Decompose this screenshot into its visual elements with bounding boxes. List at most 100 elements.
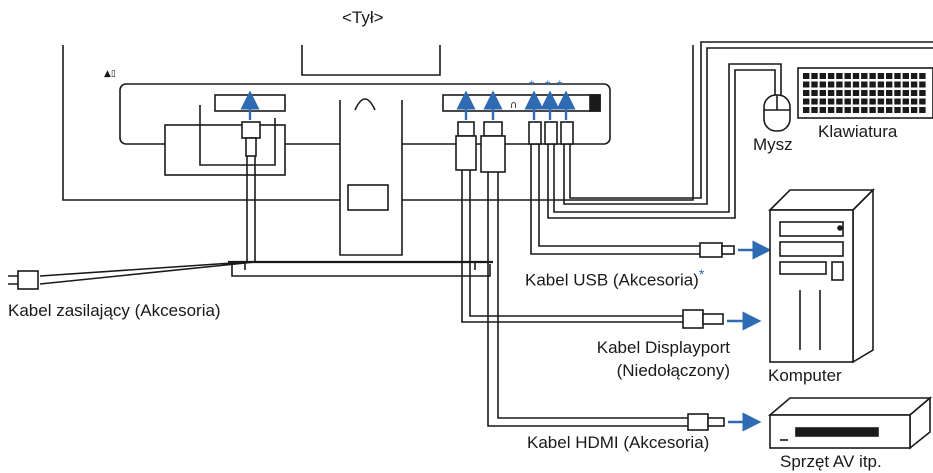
- keyboard-key: [919, 98, 926, 105]
- keyboard-key: [877, 90, 885, 96]
- keyboard-key: [886, 81, 893, 88]
- keyboard-key: [861, 81, 868, 88]
- keyboard-key: [852, 73, 860, 79]
- keyboard-key: [827, 73, 835, 79]
- keyboard-key: [861, 73, 868, 79]
- displayport-cable-label-line1: Kabel Displayport: [596, 338, 730, 357]
- mouse-label: Mysz: [753, 135, 793, 154]
- keyboard-key: [844, 73, 851, 79]
- keyboard-key: [811, 81, 818, 88]
- keyboard-key: [836, 98, 843, 105]
- keyboard-key: [886, 98, 893, 105]
- keyboard-key: [819, 73, 826, 79]
- keyboard-key: [836, 90, 843, 96]
- usb-peripheral-cables: [544, 41, 933, 219]
- keyboard-key: [886, 107, 893, 113]
- keyboard-key: [819, 107, 826, 113]
- power-cable: [8, 121, 261, 290]
- hdmi-cable: [480, 121, 725, 431]
- computer-tower: [768, 188, 875, 364]
- port-star-3: *: [557, 77, 563, 93]
- keyboard-key: [819, 90, 826, 96]
- usb-cable-label: Kabel USB (Akcesoria)*: [525, 264, 704, 291]
- keyboard-key: [803, 98, 810, 105]
- keyboard-device: [797, 67, 933, 119]
- usb-cable-star: *: [698, 266, 705, 282]
- keyboard-key: [852, 98, 860, 105]
- keyboard-key: [811, 98, 818, 105]
- usb-cable-label-text: Kabel USB (Akcesoria): [525, 270, 699, 290]
- keyboard-key: [827, 98, 835, 105]
- keyboard-key: [811, 90, 818, 96]
- keyboard-key: [803, 73, 810, 79]
- view-title: <Tył>: [342, 8, 384, 27]
- keyboard-label: Klawiatura: [818, 122, 898, 141]
- keyboard-key: [861, 107, 868, 113]
- keyboard-key: [861, 90, 868, 96]
- keyboard-key: [819, 98, 826, 105]
- keyboard-key: [877, 81, 885, 88]
- keyboard-key: [894, 107, 901, 113]
- keyboard-key: [836, 107, 843, 113]
- keyboard-key: [803, 107, 810, 113]
- mouse-device: [763, 94, 791, 132]
- keyboard-key: [902, 73, 909, 79]
- keyboard-key: [910, 107, 918, 113]
- keyboard-key: [902, 90, 909, 96]
- keyboard-key: [902, 81, 909, 88]
- keyboard-key: [869, 90, 876, 96]
- keyboard-key: [844, 90, 851, 96]
- hdmi-cable-label: Kabel HDMI (Akcesoria): [527, 433, 710, 452]
- av-equipment-label: Sprzęt AV itp.: [780, 452, 882, 471]
- keyboard-key: [861, 98, 868, 105]
- keyboard-key: [894, 98, 901, 105]
- keyboard-key: [869, 107, 876, 113]
- monitor-back: [62, 45, 694, 201]
- keyboard-key: [877, 98, 885, 105]
- keyboard-key: [894, 90, 901, 96]
- keyboard-key: [910, 73, 918, 79]
- keyboard-key: [919, 81, 926, 88]
- displayport-cable-label-line2: (Niedołączony): [616, 361, 730, 380]
- keyboard-key: [836, 73, 843, 79]
- displayport-cable: [455, 121, 724, 329]
- keyboard-key: [902, 107, 909, 113]
- keyboard-key: [886, 90, 893, 96]
- keyboard-key: [803, 81, 810, 88]
- keyboard-key: [819, 81, 826, 88]
- keyboard-key: [803, 90, 810, 96]
- keyboard-key: [852, 90, 860, 96]
- port-star-1: *: [529, 77, 535, 93]
- keyboard-key: [827, 107, 835, 113]
- keyboard-key: [910, 98, 918, 105]
- keyboard-key: [902, 98, 909, 105]
- lock-icon: ▲▯: [104, 69, 116, 79]
- keyboard-key: [910, 81, 918, 88]
- keyboard-key: [852, 107, 860, 113]
- av-equipment-device: [767, 396, 933, 450]
- keyboard-key: [877, 107, 885, 113]
- keyboard-key: [811, 107, 818, 113]
- keyboard-key: [919, 90, 926, 96]
- output-arrows: [727, 240, 772, 432]
- keyboard-key: [886, 73, 893, 79]
- keyboard-key: [877, 73, 885, 79]
- usb-cable: [528, 121, 735, 258]
- keyboard-key: [869, 98, 876, 105]
- keyboard-key: [869, 73, 876, 79]
- computer-label: Komputer: [768, 366, 842, 385]
- keyboard-key: [836, 81, 843, 88]
- keyboard-key: [844, 107, 851, 113]
- keyboard-key: [844, 98, 851, 105]
- keyboard-key: [852, 81, 860, 88]
- keyboard-key: [919, 107, 926, 113]
- keyboard-key: [869, 81, 876, 88]
- keyboard-key: [844, 81, 851, 88]
- keyboard-key: [910, 90, 918, 96]
- keyboard-key: [894, 73, 901, 79]
- insertion-arrows: [240, 90, 576, 120]
- port-star-2: *: [545, 77, 551, 93]
- keyboard-key: [811, 73, 818, 79]
- headphone-icon: ∩: [510, 100, 517, 111]
